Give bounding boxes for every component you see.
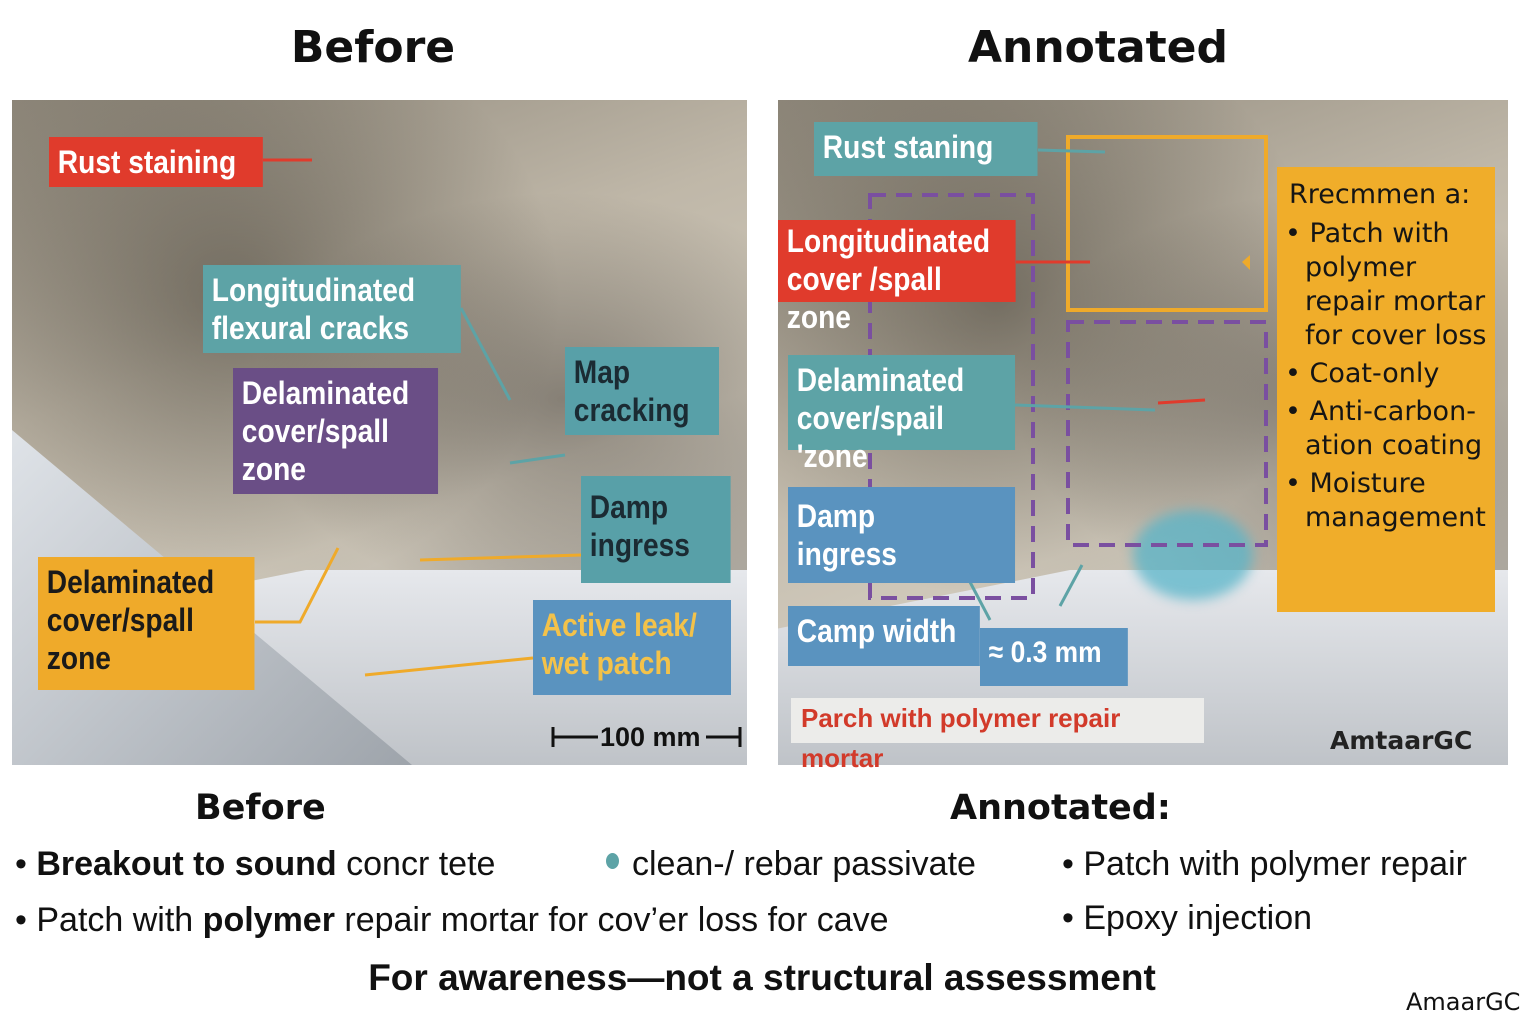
- rust-staining-label: Rust staining: [49, 137, 263, 187]
- recommendation-box: Rrecmmen a: Patch with polymer repair mo…: [1277, 167, 1495, 612]
- crack-width-value: ≈ 0.3 mm: [980, 628, 1128, 686]
- active-leak-label: Active leak/wet patch: [533, 600, 731, 695]
- annotated-title: Annotated: [967, 22, 1229, 73]
- bullet-patch-right: • Patch with polymer repair: [1062, 845, 1467, 883]
- bullet-breakout: • Breakout to sound concr tete: [15, 845, 496, 883]
- recommendation-item: Moisture management: [1285, 467, 1487, 535]
- rust-staning-label: Rust staning: [814, 122, 1038, 176]
- recommendation-item: Coat-only: [1285, 357, 1487, 391]
- recommendation-item: Anti-carbon- ation coating: [1285, 395, 1487, 463]
- scale-bar-label: 100 mm: [600, 722, 701, 752]
- recommendation-title: Rrecmmen a:: [1289, 179, 1471, 210]
- recommendation-item: Patch with polymer repair mortar for cov…: [1285, 217, 1487, 353]
- bullet-patch-cover: • Patch with polymer repair mortar for c…: [15, 901, 889, 939]
- bottom-before-heading: Before: [195, 788, 326, 828]
- signature: AmaarGC: [1406, 988, 1521, 1016]
- bottom-annotated-heading: Annotated:: [950, 788, 1171, 828]
- bullet-epoxy: • Epoxy injection: [1062, 899, 1313, 937]
- moisture-blob: [1133, 510, 1253, 600]
- teal-bullet-dot: [606, 853, 619, 869]
- crack-width-label: Camp width: [788, 606, 980, 666]
- bullet-clean-rebar: clean-/ rebar passivate: [632, 845, 976, 883]
- photo-watermark: AmtaarGC: [1330, 726, 1473, 755]
- disclaimer: For awareness—not a structural assessmen…: [368, 957, 1156, 998]
- before-title: Before: [290, 22, 456, 73]
- patch-mortar-note: Parch with polymer repair mortar: [791, 698, 1204, 773]
